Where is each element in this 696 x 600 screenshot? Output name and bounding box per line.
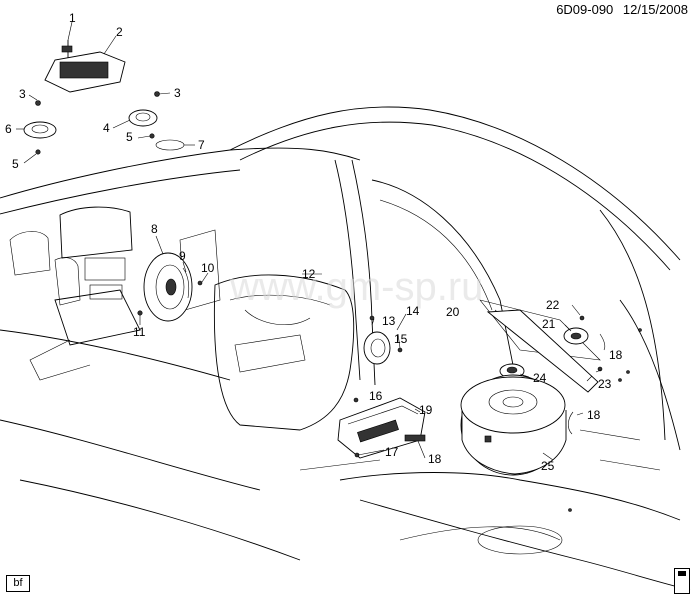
callout-labels: 1 2 3 3 6 4 5 5 7 8 9 10 11 12 13 14 15 … [5, 11, 623, 473]
part-rear-door-speaker [363, 331, 391, 365]
callout-10: 10 [201, 261, 215, 275]
part-tweeter-right [128, 109, 158, 127]
diagram-header: 6D09-090 12/15/2008 [556, 2, 688, 17]
callout-25: 25 [541, 459, 555, 473]
callout-2: 2 [116, 25, 123, 39]
callout-5-right: 5 [126, 130, 133, 144]
diagram-date: 12/15/2008 [622, 2, 688, 17]
callout-8: 8 [151, 222, 158, 236]
callout-15: 15 [394, 332, 408, 346]
callout-14: 14 [406, 304, 420, 318]
parts [23, 40, 606, 476]
callout-18-upper: 18 [609, 348, 623, 362]
callout-16: 16 [369, 389, 383, 403]
leader-lines [16, 21, 602, 461]
diagram-code: 6D09-090 [556, 2, 614, 17]
callout-18-bottom: 18 [428, 452, 442, 466]
callout-12: 12 [302, 267, 316, 281]
callout-18-right: 18 [587, 408, 601, 422]
part-subwoofer-enclosure [460, 374, 567, 476]
callout-20: 20 [446, 305, 460, 319]
callout-23: 23 [598, 377, 612, 391]
callout-17: 17 [385, 445, 399, 459]
part-tweeter-left [23, 121, 57, 139]
vehicle-outline [0, 106, 691, 591]
part-rear-trim [486, 309, 599, 393]
callout-5-left: 5 [12, 157, 19, 171]
callout-21: 21 [542, 317, 556, 331]
callout-22: 22 [546, 298, 560, 312]
callout-19: 19 [419, 403, 433, 417]
part-grille [155, 139, 185, 151]
callout-11: 11 [133, 325, 146, 339]
callout-3-right: 3 [174, 86, 181, 100]
callout-6: 6 [5, 122, 12, 136]
footer-tag: bf [6, 575, 30, 592]
watermark-text: www.gm-sp.ru [229, 265, 483, 309]
callout-1: 1 [69, 11, 76, 25]
lock-icon [674, 568, 690, 594]
part-screw-3b [154, 91, 160, 97]
callout-7: 7 [198, 138, 205, 152]
callout-3-left: 3 [19, 87, 26, 101]
callout-13: 13 [382, 314, 396, 328]
callout-9: 9 [179, 249, 186, 263]
callout-24: 24 [533, 371, 547, 385]
callout-4: 4 [103, 121, 110, 135]
part-screw-3a [35, 100, 41, 106]
